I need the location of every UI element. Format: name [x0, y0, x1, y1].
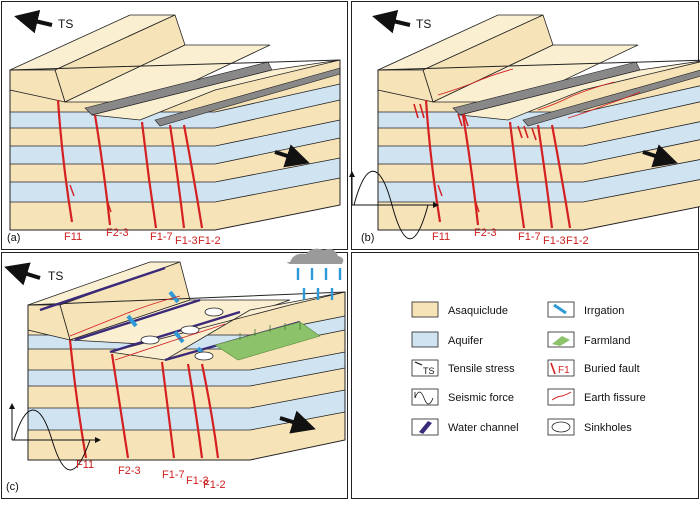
tensile-arrow-c: [4, 262, 41, 286]
fault-label-b-f1-2: F1-2: [566, 235, 589, 247]
tensile-symbol: TS: [423, 366, 435, 376]
legend-label-fissure: Earth fissure: [584, 392, 646, 404]
fault-label-a-f1-3: F1-3: [175, 235, 198, 247]
ts-label-a: TS: [58, 17, 73, 31]
sinkhole-icon: [547, 418, 575, 436]
earth-fissure-icon: [547, 388, 575, 406]
extension-arrow-a: [274, 144, 310, 168]
seismic-force-icon: [411, 388, 439, 406]
fault-label-b-f1-7: F1-7: [518, 231, 541, 243]
tensile-arrow-b: [372, 9, 411, 34]
extension-arrow-c: [279, 410, 316, 434]
fault-label-b-f2-3: F2-3: [474, 227, 497, 239]
water-channel-icon: [411, 418, 439, 436]
buried-fault-icon: F1: [547, 359, 575, 377]
tensile-arrow-a: [14, 9, 53, 34]
fault-label-c-f11: F11: [76, 459, 94, 471]
legend-label-asaquiclude: Asaquiclude: [448, 305, 508, 317]
irrigation-icon: [547, 301, 575, 318]
legend-label-channel: Water channel: [448, 422, 519, 434]
fault-label-c-f1-7: F1-7: [162, 469, 185, 481]
seismic-wave-c: [9, 403, 101, 471]
farmland-icon: [547, 331, 575, 348]
fault-label-a-f2-3: F2-3: [106, 227, 129, 239]
legend-frame: [351, 252, 699, 499]
legend-label-irrigation: Irrgation: [584, 305, 624, 317]
farmland-area: [214, 321, 321, 361]
sinkholes: [140, 307, 224, 361]
fault-label-b-f11: F11: [432, 231, 450, 243]
fault-label-c-f1-3: F1-3: [186, 475, 209, 487]
fault-label-a-f11: F11: [64, 231, 82, 243]
fault-label-c-f1-2: F1-2: [203, 479, 226, 491]
tensile-stress-icon: TS: [411, 359, 439, 377]
panel-label-a: (a): [7, 232, 20, 244]
fault-label-a-f1-2: F1-2: [198, 235, 221, 247]
legend-label-buried: Buried fault: [584, 363, 640, 375]
fault-label-c-f2-3: F2-3: [118, 465, 141, 477]
buried-fault-symbol: F1: [558, 365, 570, 376]
legend-label-sinkholes: Sinkholes: [584, 422, 632, 434]
ts-label-b: TS: [416, 17, 431, 31]
fault-label-a-f1-7: F1-7: [150, 231, 173, 243]
rain-cloud-icon: [287, 248, 344, 300]
panel-c-frame: [1, 252, 348, 499]
legend: TS F1: [411, 301, 646, 436]
legend-label-aquifer: Aquifer: [448, 335, 483, 347]
legend-label-tensile: Tensile stress: [448, 363, 515, 375]
aquifer-swatch: [411, 331, 439, 348]
legend-label-farmland: Farmland: [584, 335, 630, 347]
legend-label-seismic: Seismic force: [448, 392, 514, 404]
panel-a-frame: [1, 1, 348, 250]
seismic-wave-b: [349, 171, 439, 239]
panel-label-b: (b): [361, 232, 374, 244]
panel-label-c: (c): [6, 481, 19, 493]
extension-arrow-b: [642, 144, 678, 168]
asaquiclude-swatch: [411, 301, 439, 318]
fault-label-b-f1-3: F1-3: [543, 235, 566, 247]
ts-label-c: TS: [48, 269, 63, 283]
